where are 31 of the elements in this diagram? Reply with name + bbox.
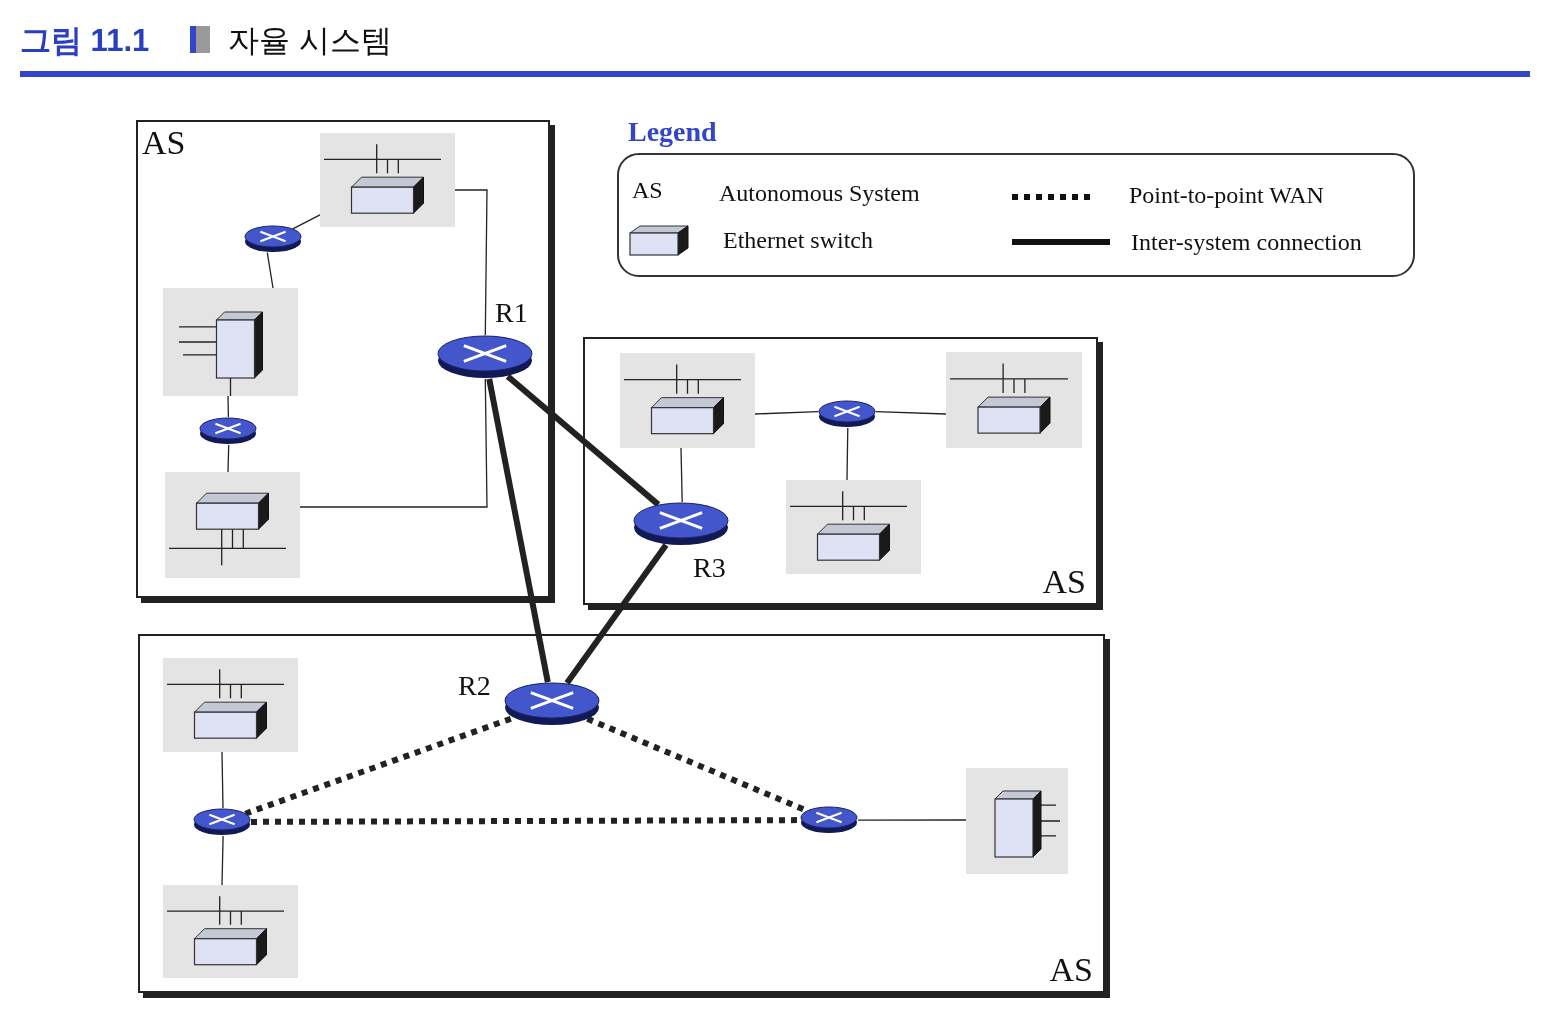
system-label: AS bbox=[1042, 565, 1086, 599]
network-link bbox=[227, 444, 230, 473]
network-link bbox=[754, 410, 820, 415]
legend-text: Autonomous System bbox=[719, 181, 920, 205]
router-label: R2 bbox=[458, 672, 491, 700]
legend-text: Ethernet switch bbox=[723, 228, 873, 252]
legend-text: Inter-system connection bbox=[1131, 230, 1362, 254]
inter-system-link bbox=[486, 378, 551, 683]
router-label: R3 bbox=[693, 554, 726, 582]
figure-title: 자율 시스템 bbox=[228, 22, 392, 60]
network-link bbox=[221, 751, 224, 809]
inter-system-link bbox=[505, 374, 661, 507]
figure-number: 그림 11.1 bbox=[20, 22, 150, 60]
legend-abbreviation: AS bbox=[632, 178, 663, 202]
network-link bbox=[266, 252, 274, 289]
network-link bbox=[680, 447, 683, 503]
network-link bbox=[299, 378, 488, 508]
wan-link bbox=[251, 817, 800, 825]
network-link bbox=[227, 395, 230, 418]
legend-text: Point-to-point WAN bbox=[1129, 183, 1324, 207]
network-link bbox=[846, 427, 849, 481]
router-label: R1 bbox=[495, 299, 528, 327]
network-link bbox=[857, 819, 967, 821]
network-link bbox=[454, 189, 488, 336]
inter-system-link bbox=[564, 543, 669, 685]
legend-heading: Legend bbox=[628, 118, 717, 146]
system-label: AS bbox=[1049, 953, 1093, 987]
network-link bbox=[221, 835, 224, 886]
network-link bbox=[292, 214, 321, 230]
system-label: AS bbox=[142, 126, 186, 160]
network-link bbox=[874, 410, 947, 415]
